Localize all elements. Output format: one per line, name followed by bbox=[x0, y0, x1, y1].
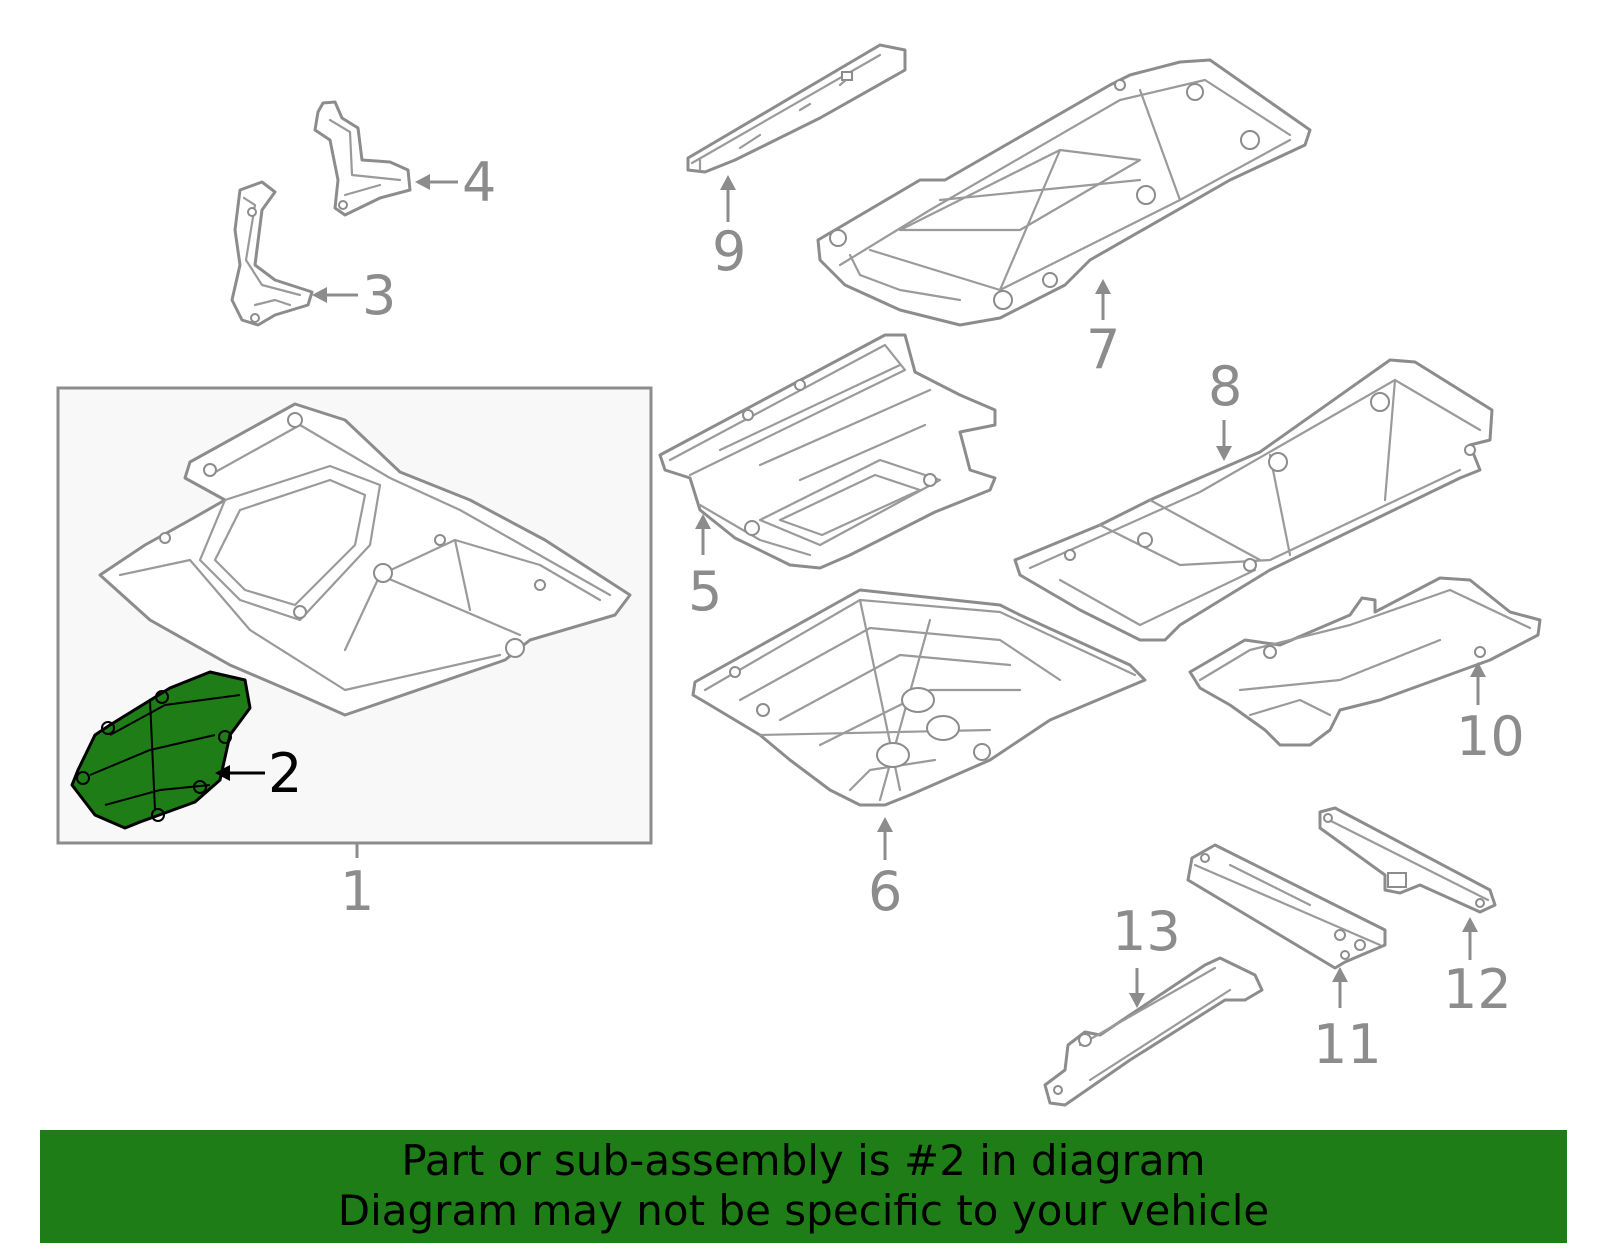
info-banner: Part or sub-assembly is #2 in diagram Di… bbox=[40, 1130, 1567, 1243]
callout-4: 4 bbox=[462, 151, 496, 214]
callout-1: 1 bbox=[340, 860, 374, 923]
callout-6: 6 bbox=[868, 860, 902, 923]
callout-5: 5 bbox=[688, 560, 722, 623]
part-8-shield[interactable] bbox=[1013, 358, 1494, 642]
callout-11: 11 bbox=[1313, 1013, 1382, 1076]
callout-10: 10 bbox=[1456, 705, 1525, 768]
callout-13: 13 bbox=[1112, 900, 1181, 963]
part-7-shield[interactable] bbox=[816, 58, 1312, 327]
banner-line-1: Part or sub-assembly is #2 in diagram bbox=[401, 1136, 1206, 1185]
part-12-bracket[interactable] bbox=[1318, 806, 1497, 914]
callout-2-arrow bbox=[215, 765, 265, 781]
part-3-bracket[interactable] bbox=[230, 180, 314, 327]
callout-9: 9 bbox=[712, 220, 746, 283]
part-10-shield[interactable] bbox=[1188, 576, 1542, 747]
part-1-shield[interactable] bbox=[98, 402, 632, 717]
part-11-bracket[interactable] bbox=[1186, 843, 1387, 970]
callout-3: 3 bbox=[362, 264, 396, 327]
callout-8: 8 bbox=[1208, 355, 1242, 418]
part-9-rail[interactable] bbox=[686, 43, 907, 174]
callout-12: 12 bbox=[1443, 958, 1512, 1021]
part-6-shield[interactable] bbox=[691, 588, 1147, 807]
part-13-bracket[interactable] bbox=[1043, 956, 1264, 1107]
part-2-shield-highlighted[interactable] bbox=[70, 670, 252, 830]
callout-2: 2 bbox=[268, 742, 302, 805]
part-5-shield[interactable] bbox=[658, 333, 997, 570]
part-4-bracket[interactable] bbox=[313, 100, 412, 217]
banner-line-2: Diagram may not be specific to your vehi… bbox=[337, 1186, 1270, 1235]
callout-7: 7 bbox=[1086, 318, 1120, 381]
